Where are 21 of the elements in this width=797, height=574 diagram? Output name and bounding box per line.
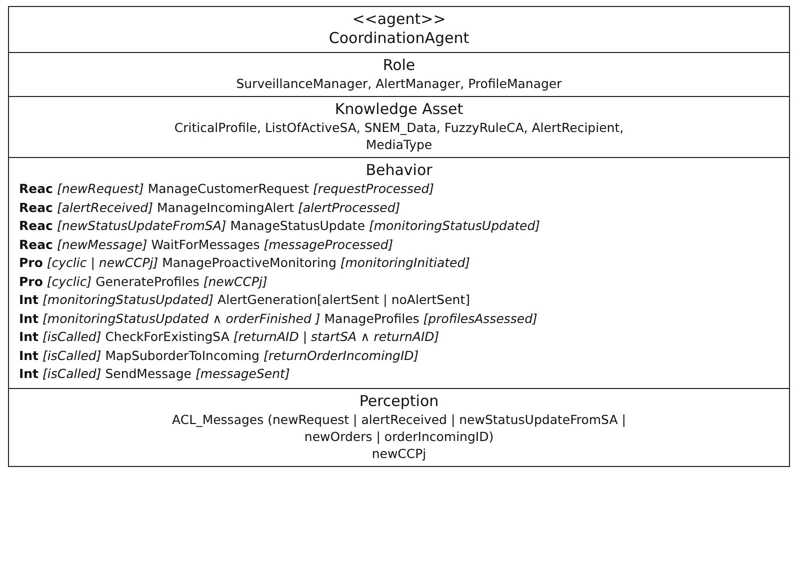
- class-name: CoordinationAgent: [328, 29, 470, 48]
- behavior-entry: Pro [cyclic] GenerateProfiles [newCCPj]: [18, 272, 268, 291]
- compartment-heading: Role: [382, 56, 416, 75]
- compartment-text: newCCPj: [370, 444, 428, 462]
- behavior-entry: Int [monitoringStatusUpdated ∧ orderFinished ] ManageProfiles [profilesAssessed]: [18, 310, 538, 328]
- compartment-heading: Knowledge Asset: [334, 100, 464, 119]
- compartment-heading: Perception: [358, 392, 440, 410]
- compartment-text: ACL_Messages (newRequest | alertReceived | newStatusUpdateFromSA | newOrders | orderIncomingID): [171, 410, 627, 444]
- behavior-entry: Int [isCalled] SendMessage [messageSent]: [18, 365, 291, 383]
- compartment-text: CriticalProfile, ListOfActiveSA, SNEM_Data, FuzzyRuleCA, AlertRecipient, MediaType: [173, 119, 625, 153]
- behavior-entry: Int [isCalled] CheckForExistingSA [returnAID | startSA ∧ returnAID]: [18, 328, 440, 346]
- behavior-entry: Int [monitoringStatusUpdated] AlertGeneration[alertSent | noAlertSent]: [18, 291, 472, 309]
- behavior-entry: Reac [newStatusUpdateFromSA] ManageStatusUpdate [monitoringStatusUpdated]: [18, 217, 542, 235]
- compartment-heading: Behavior: [364, 161, 434, 180]
- behavior-entry: Int [isCalled] MapSuborderToIncoming [returnOrderIncomingID]: [18, 346, 420, 365]
- compartment-text: SurveillanceManager, AlertManager, ProfileManager: [235, 75, 563, 92]
- behavior-entry: Reac [alertReceived] ManageIncomingAlert [alertProcessed]: [18, 198, 402, 217]
- stereotype-label: <<agent>>: [351, 10, 447, 29]
- behavior-entry: Reac [newMessage] WaitForMessages [messageProcessed]: [18, 236, 394, 254]
- behavior-entry: Pro [cyclic | newCCPj] ManageProactiveMonitoring [monitoringInitiated]: [18, 254, 472, 272]
- behavior-entry: Reac [newRequest] ManageCustomerRequest [requestProcessed]: [18, 180, 436, 198]
